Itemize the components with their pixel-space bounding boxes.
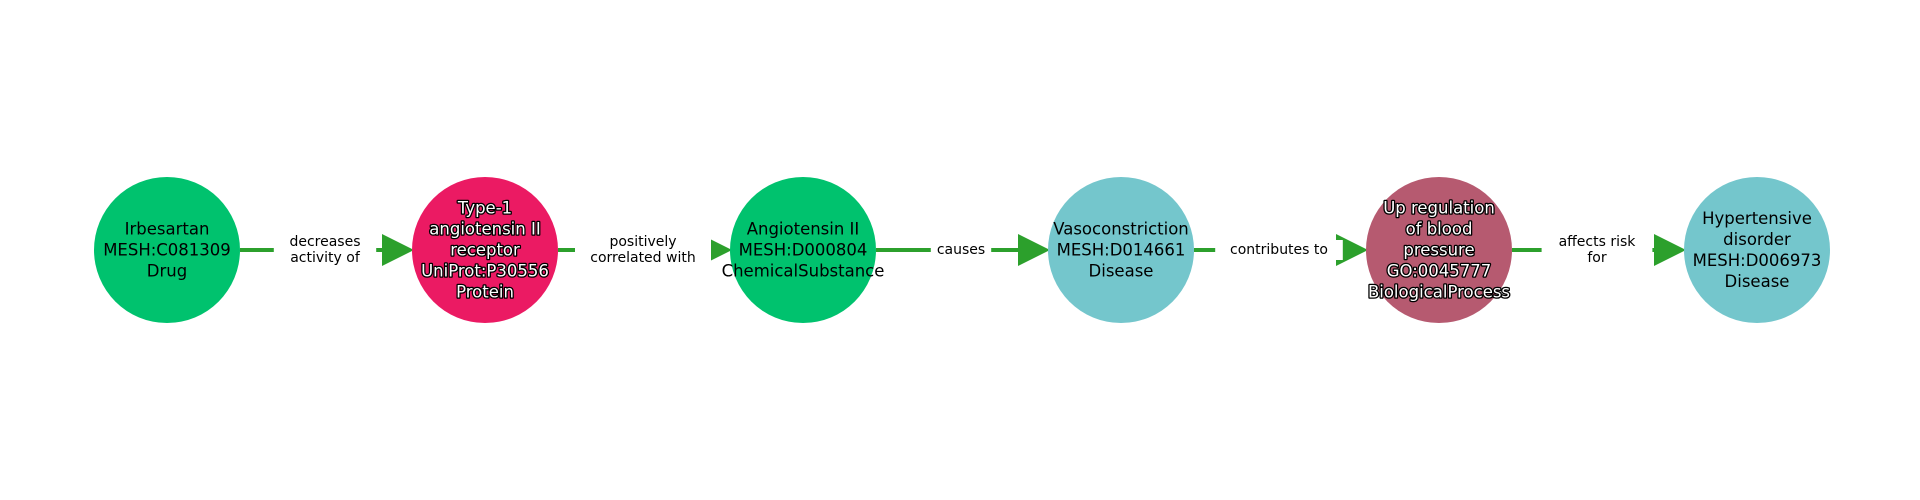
node-label-line: pressure (1403, 241, 1474, 260)
edge-label-line: for (1587, 250, 1606, 266)
node-label-line: UniProt:P30556 (421, 262, 549, 281)
edge-label-background (1541, 232, 1653, 268)
node-label-line: MESH:D014661 (1057, 241, 1186, 260)
node-circle (94, 177, 240, 323)
node-label-line: Disease (1089, 262, 1154, 281)
node-label-line: Angiotensin II (747, 220, 860, 239)
node-label-line: ChemicalSubstance (722, 262, 885, 281)
edge-label-background (930, 240, 992, 260)
node-circle (412, 177, 558, 323)
node-circle (1366, 177, 1512, 323)
edge-label-background (1215, 240, 1343, 260)
node-label-line: disorder (1723, 230, 1791, 249)
node-label-line: Hypertensive (1702, 209, 1812, 228)
edge-2: causes (876, 234, 1050, 266)
node-label-line: Type-1 (457, 199, 512, 218)
node-label-line: Vasoconstriction (1053, 220, 1189, 239)
edge-label-line: contributes to (1230, 242, 1328, 258)
node-label-line: MESH:D000804 (739, 241, 868, 260)
node-label-line: receptor (450, 241, 520, 260)
node-circle (1684, 177, 1830, 323)
edge-label: causes (937, 242, 985, 258)
node-label-line: Irbesartan (125, 220, 210, 239)
node-label-line: GO:0045777 (1387, 262, 1492, 281)
edge-3: contributes to (1194, 234, 1368, 266)
edge-label: contributes to (1230, 242, 1328, 258)
node-label-line: of blood (1406, 220, 1473, 239)
edge-label-line: decreases (289, 234, 360, 250)
edge-label-background (273, 232, 377, 268)
edge-label-background (575, 232, 711, 268)
node-label-line: angiotensin II (429, 220, 540, 239)
node-label-line: MESH:C081309 (103, 241, 231, 260)
node-label-line: BiologicalProcess (1368, 283, 1510, 302)
node-circle (1048, 177, 1194, 323)
node-label-line: Protein (456, 283, 514, 302)
node-label-line: MESH:D006973 (1693, 251, 1822, 270)
node-label-line: Up regulation (1383, 199, 1495, 218)
edge-label-line: causes (937, 242, 985, 258)
edge-label-line: affects risk (1559, 234, 1637, 250)
node-circle (730, 177, 876, 323)
edge-label-line: activity of (290, 250, 361, 266)
edge-label-line: positively (609, 234, 676, 250)
edge-label-line: correlated with (590, 250, 695, 266)
node-label-line: Disease (1725, 272, 1790, 291)
node-label-line: Drug (147, 262, 187, 281)
